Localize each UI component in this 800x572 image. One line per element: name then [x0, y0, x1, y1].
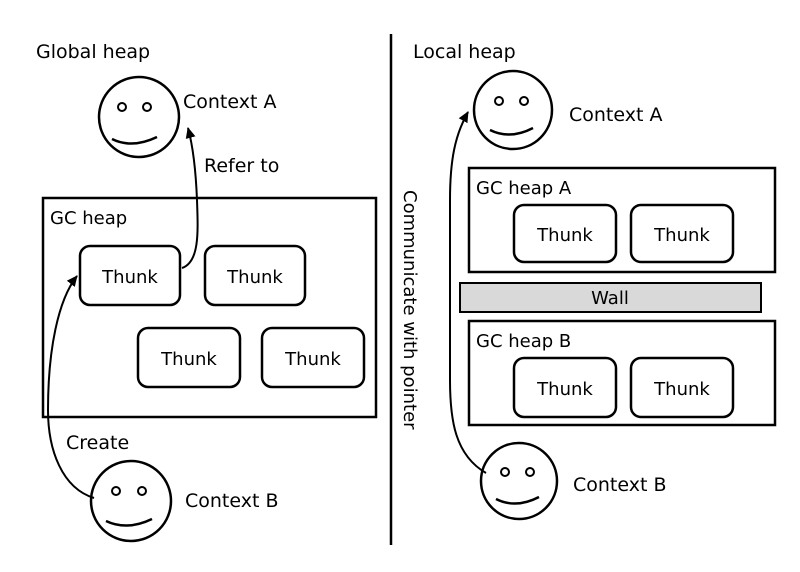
gc-heap-b-label: GC heap B — [476, 331, 571, 352]
local-heap-panel: Local heap Context A GC heap A Thunk Thu… — [399, 41, 777, 521]
context-a-label: Context A — [569, 104, 662, 126]
context-b-label: Context B — [185, 490, 279, 512]
svg-text:Thunk: Thunk — [653, 379, 710, 400]
create-arrow — [46, 275, 95, 499]
gc-heap-label: GC heap — [50, 208, 127, 229]
svg-text:Thunk: Thunk — [536, 225, 593, 246]
thunk-box: Thunk — [260, 326, 366, 389]
context-a-label: Context A — [183, 91, 276, 113]
context-b-label: Context B — [573, 474, 667, 496]
svg-text:Thunk: Thunk — [226, 267, 283, 288]
create-label: Create — [66, 432, 129, 454]
context-b-face-icon — [479, 441, 559, 521]
communicate-label: Communicate with pointer — [399, 190, 420, 430]
context-a-face-icon — [472, 69, 554, 151]
thunk-box: Thunk — [629, 203, 735, 264]
wall-label: Wall — [591, 288, 629, 309]
context-a-face-icon — [97, 75, 181, 159]
svg-text:Thunk: Thunk — [284, 349, 341, 370]
gc-heap-a-box — [467, 166, 777, 274]
thunk-box: Thunk — [512, 356, 618, 419]
local-heap-title: Local heap — [413, 41, 516, 63]
gc-heap-box — [41, 196, 378, 419]
thunk-box: Thunk — [629, 356, 735, 419]
communicate-arrow — [449, 111, 487, 474]
context-b-face-icon — [89, 459, 173, 543]
global-heap-title: Global heap — [36, 41, 150, 63]
thunk-box: Thunk — [136, 326, 242, 389]
thunk-box: Thunk — [203, 244, 307, 307]
svg-text:Thunk: Thunk — [653, 225, 710, 246]
svg-text:Thunk: Thunk — [536, 379, 593, 400]
thunk-box: Thunk — [512, 203, 618, 264]
thunk-box: Thunk — [78, 244, 182, 307]
refer-to-label: Refer to — [204, 155, 279, 177]
global-heap-panel: Global heap Context A Refer to GC heap T… — [36, 41, 378, 543]
wall-bar — [459, 282, 762, 313]
gc-heap-a-label: GC heap A — [476, 178, 572, 199]
gc-heap-b-box — [467, 319, 777, 427]
refer-arrow — [181, 127, 199, 269]
svg-text:Thunk: Thunk — [101, 267, 158, 288]
svg-text:Thunk: Thunk — [160, 349, 217, 370]
